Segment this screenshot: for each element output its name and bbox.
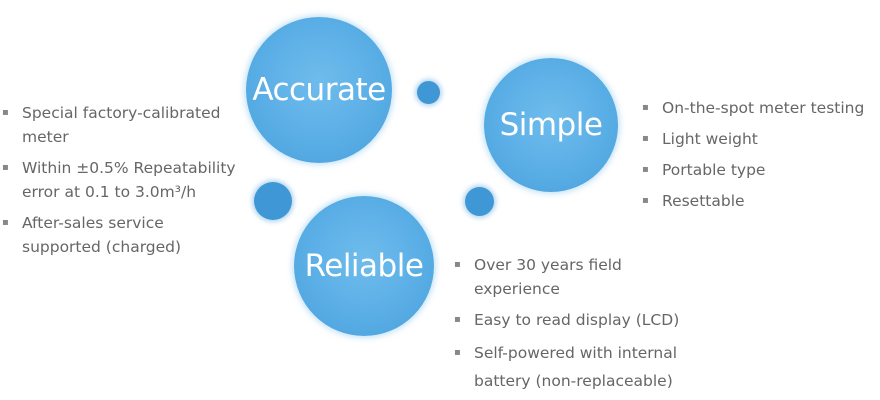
list-item: ▪ Over 30 years field experience <box>452 253 712 301</box>
list-item: ▪ Self-powered with internal battery (no… <box>452 339 712 395</box>
list-item: ▪ Portable type <box>640 158 880 182</box>
small-dot-right <box>465 187 494 216</box>
list-item: ▪ Easy to read display (LCD) <box>452 308 712 332</box>
simple-label: Simple <box>499 107 603 143</box>
reliable-feature-list: ▪ Over 30 years field experience ▪ Easy … <box>452 253 712 395</box>
reliable-label: Reliable <box>304 248 424 284</box>
list-item: ▪ Light weight <box>640 127 880 151</box>
reliable-circle: Reliable <box>294 196 434 336</box>
accurate-label: Accurate <box>252 72 386 108</box>
bullet-icon: ▪ <box>642 133 649 144</box>
simple-feature-list: ▪ On-the-spot meter testing ▪ Light weig… <box>640 96 880 213</box>
small-dot-left <box>254 182 292 220</box>
list-item: ▪ Within ±0.5% Repeatability error at 0.… <box>0 156 250 204</box>
bullet-icon: ▪ <box>454 314 461 325</box>
list-item: ▪ Special factory-calibrated meter <box>0 101 250 149</box>
bullet-icon: ▪ <box>2 162 9 173</box>
list-item: ▪ Resettable <box>640 189 880 213</box>
accurate-feature-list: ▪ Special factory-calibrated meter ▪ Wit… <box>0 101 250 266</box>
simple-circle: Simple <box>484 58 618 192</box>
accurate-circle: Accurate <box>246 17 392 163</box>
small-dot-top <box>417 81 440 104</box>
bullet-icon: ▪ <box>2 107 9 118</box>
bullet-icon: ▪ <box>642 195 649 206</box>
bullet-icon: ▪ <box>454 259 461 270</box>
bullet-icon: ▪ <box>642 102 649 113</box>
bullet-icon: ▪ <box>454 347 461 358</box>
list-item: ▪ After-sales service supported (charged… <box>0 211 250 259</box>
bullet-icon: ▪ <box>642 164 649 175</box>
list-item: ▪ On-the-spot meter testing <box>640 96 880 120</box>
bullet-icon: ▪ <box>2 217 9 228</box>
